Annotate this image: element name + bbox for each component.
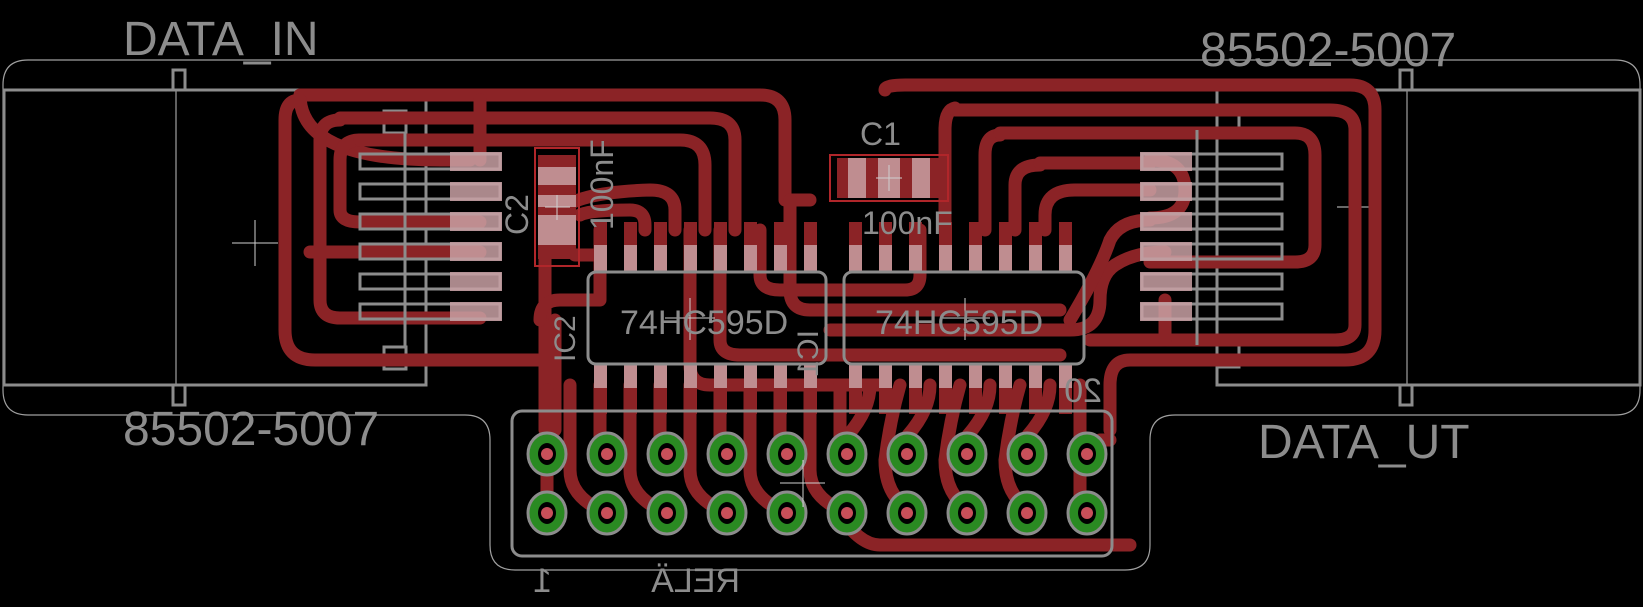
board-outline — [2, 59, 1641, 571]
ic-pin-highlight — [804, 245, 817, 272]
label-conn-left-name: DATA_IN — [123, 13, 319, 66]
label-c2-name: C2 — [499, 194, 535, 235]
label-header-pin20: 20 — [1064, 372, 1102, 410]
connector-right-pads — [1140, 130, 1284, 345]
label-ic2-name: IC2 — [549, 315, 582, 362]
header-pin-trace-end — [841, 448, 853, 460]
ic-pin-highlight — [714, 364, 727, 388]
header-pin-trace-end — [1021, 448, 1033, 460]
ic-pin-highlight — [714, 245, 727, 272]
header-pin-trace-end — [661, 448, 673, 460]
capacitor-c2[interactable] — [534, 147, 580, 267]
header-pin-trace-end — [901, 448, 913, 460]
ic-pin-highlight — [684, 364, 697, 388]
ic-pin-highlight — [804, 364, 817, 388]
ic-pin-highlight — [879, 364, 892, 388]
ic-pin-highlight — [594, 245, 607, 272]
ic-pin-highlight — [654, 364, 667, 388]
ic-pin-highlight — [744, 245, 757, 272]
label-header-name: RELÄ — [651, 562, 740, 600]
label-c1-name: C1 — [860, 116, 901, 152]
ic-pin-highlight — [909, 364, 922, 388]
ic-pin-highlight — [774, 364, 787, 388]
label-ic1-name: IC1 — [792, 330, 825, 377]
label-conn-right-value: 85502-5007 — [1200, 24, 1456, 77]
ic-pin-highlight — [969, 364, 982, 388]
header-pin-trace-end — [841, 507, 853, 519]
header-pin-trace-end — [781, 448, 793, 460]
ic-pin-highlight — [744, 364, 757, 388]
header-pin-trace-end — [1081, 448, 1093, 460]
ic-pin-highlight — [849, 245, 862, 272]
header-pin-trace-end — [601, 507, 613, 519]
header-pins — [526, 431, 1108, 536]
label-conn-right-name: DATA_UT — [1258, 416, 1470, 469]
header-pin-trace-end — [721, 507, 733, 519]
ic-pin-highlight — [1029, 245, 1042, 272]
ic-pin-highlight — [1059, 245, 1072, 272]
label-c1-value: 100nF — [862, 205, 953, 241]
ic-pin-highlight — [624, 364, 637, 388]
ic-pin-highlight — [879, 245, 892, 272]
ic-pin-highlight — [939, 245, 952, 272]
label-c2-value: 100nF — [584, 139, 620, 230]
ic-ic2[interactable] — [586, 270, 828, 366]
ic-pin-highlight — [999, 364, 1012, 388]
ic-pin-highlight — [909, 245, 922, 272]
header-pin-trace-end — [661, 507, 673, 519]
header-pin-trace-end — [901, 507, 913, 519]
ic-pin-highlight — [1029, 364, 1042, 388]
capacitor-c1[interactable] — [829, 154, 949, 202]
header-pin-trace-end — [961, 448, 973, 460]
ic-pin-highlight — [939, 364, 952, 388]
header-pin-trace-end — [1021, 507, 1033, 519]
ic-pin-highlight — [969, 245, 982, 272]
ic-pin-highlight — [999, 245, 1012, 272]
header-pin-trace-end — [541, 507, 553, 519]
label-header-pin1: 1 — [533, 562, 552, 600]
header-pin-trace-end — [601, 448, 613, 460]
ic-pin-highlight — [849, 364, 862, 388]
connector-data-in[interactable] — [2, 68, 428, 407]
ic-pin-highlight — [684, 245, 697, 272]
ic-pin-highlight — [624, 245, 637, 272]
label-conn-left-value: 85502-5007 — [123, 403, 379, 456]
header-pin-trace-end — [1081, 507, 1093, 519]
ic-pin-highlight — [774, 245, 787, 272]
header-pin-trace-end — [721, 448, 733, 460]
header-pin-trace-end — [541, 448, 553, 460]
ic-pin-highlight — [594, 364, 607, 388]
label-ic2-value: 74HC595D — [620, 304, 788, 342]
header-pin-trace-end — [961, 507, 973, 519]
header-pin-trace-end — [781, 507, 793, 519]
ic-pin-highlight — [1059, 364, 1072, 388]
ic-pin-highlight — [654, 245, 667, 272]
ic-ic1[interactable] — [842, 270, 1086, 366]
label-ic1-value: 74HC595D — [875, 304, 1043, 342]
ic-pins — [594, 222, 1072, 414]
connector-left-pads — [358, 133, 502, 347]
header-rela[interactable] — [510, 409, 1114, 558]
